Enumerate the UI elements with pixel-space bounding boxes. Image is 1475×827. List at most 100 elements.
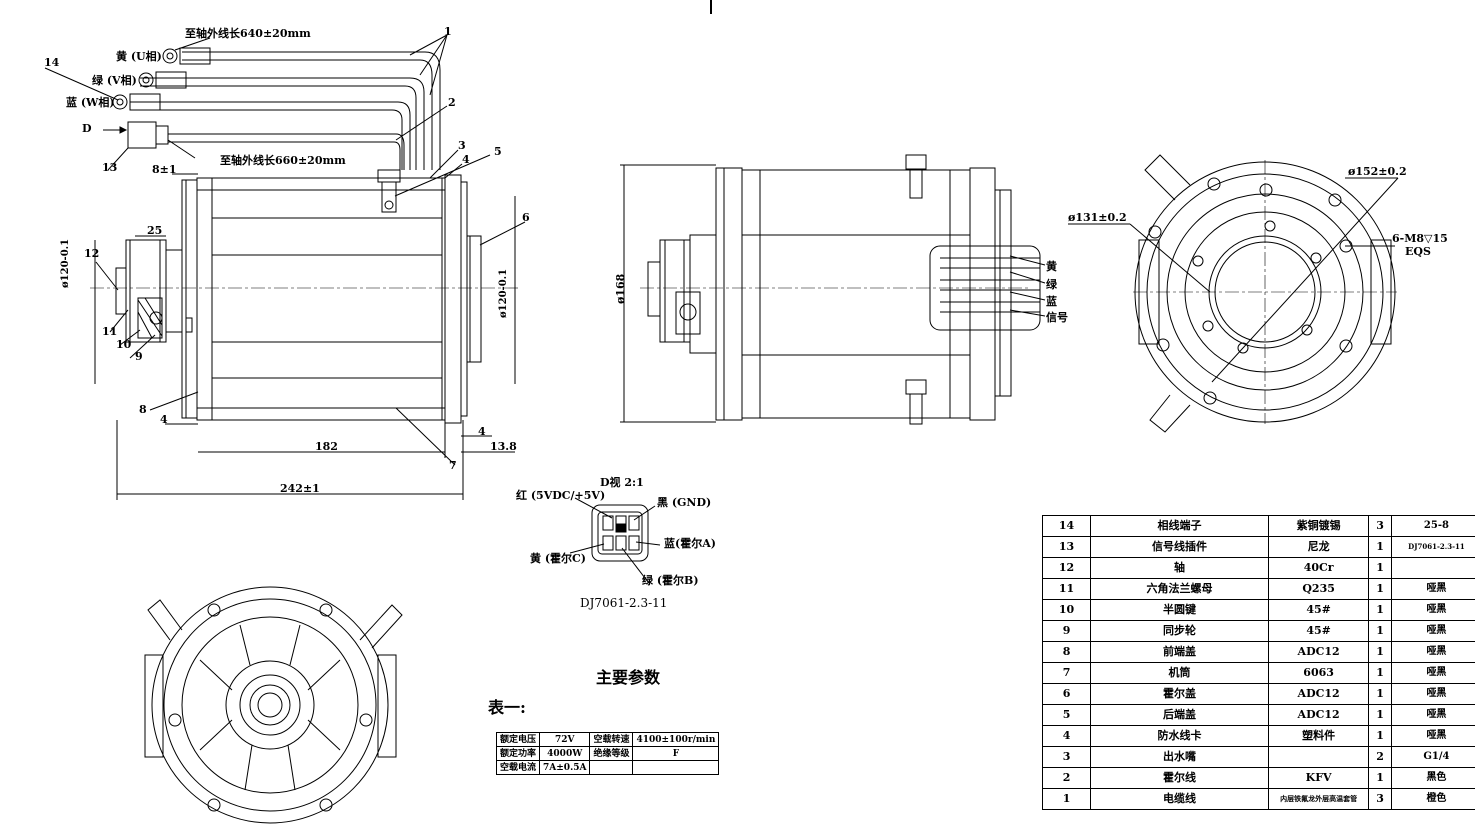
callout-6: 6 [522, 211, 530, 224]
wire-blue-label: 蓝 [1046, 295, 1057, 308]
bom-cell: 哑黑 [1390, 641, 1475, 663]
bom-cell: 霍尔盖 [1090, 683, 1269, 705]
params-cell: 绝缘等级 [589, 746, 634, 761]
dim-4b: 4 [478, 425, 486, 438]
phase-w-label: 蓝 (W相) [66, 96, 115, 109]
bom-cell: 4 [1041, 725, 1092, 747]
wire-green-label: 绿 [1046, 278, 1057, 291]
params-cell: 额定功率 [495, 746, 541, 761]
bom-cell: 11 [1041, 578, 1092, 600]
dim-dia131: ø131±0.2 [1068, 211, 1127, 224]
callout-2: 2 [448, 96, 456, 109]
callout-12: 12 [84, 247, 100, 260]
params-cell [589, 760, 634, 775]
side-view [44, 34, 526, 500]
bom-cell: 哑黑 [1390, 683, 1475, 705]
connector-red: 红 (5VDC/+5V) [516, 489, 606, 502]
dim-dia152: ø152±0.2 [1348, 165, 1407, 178]
bom-cell: 14 [1041, 515, 1092, 537]
wire-yellow-label: 黄 [1046, 260, 1057, 273]
dim-dia120-left: ø120-0.1 [60, 238, 71, 288]
bom-cell: 2 [1368, 746, 1392, 768]
connector-black: 黑 (GND) [657, 496, 712, 509]
bom-cell: 3 [1368, 515, 1392, 537]
callout-8: 8 [139, 403, 147, 416]
bom-cell: 7 [1041, 662, 1092, 684]
params-cell: 72V [539, 732, 591, 747]
bom-cell: 3 [1368, 788, 1392, 810]
bom-cell: 霍尔线 [1090, 767, 1269, 789]
bom-cell: ADC12 [1267, 704, 1370, 726]
connector-view [569, 497, 661, 583]
callout-4: 4 [462, 153, 470, 166]
bom-cell: 哑黑 [1390, 662, 1475, 684]
params-cell: 4000W [539, 746, 591, 761]
callout-7: 7 [449, 459, 457, 472]
bom-cell: 3 [1041, 746, 1092, 768]
bom-cell: 6063 [1267, 662, 1370, 684]
connector-title: D视 2:1 [600, 476, 644, 489]
bom-cell: 橙色 [1390, 788, 1475, 810]
bom-cell [1390, 557, 1475, 579]
callout-1: 1 [444, 25, 452, 38]
bom-cell: 1 [1368, 620, 1392, 642]
dim-dia120-right: ø120-0.1 [498, 268, 509, 318]
bom-cell: 防水线卡 [1090, 725, 1269, 747]
params-title: 主要参数 [596, 668, 661, 687]
bom-cell: 45# [1267, 599, 1370, 621]
callout-9: 9 [135, 350, 143, 363]
params-row: 额定功率 4000W 绝缘等级 F [495, 746, 720, 761]
callout-13: 13 [102, 161, 118, 174]
bom-cell: 前端盖 [1090, 641, 1269, 663]
connector-yellow: 黄 (霍尔C) [530, 552, 586, 565]
bom-cell: 六角法兰螺母 [1090, 578, 1269, 600]
params-cell: F [632, 746, 720, 761]
connector-model: DJ7061-2.3-11 [580, 596, 668, 610]
params-table: 额定电压 72V 空载转速 4100±100r/min 额定功率 4000W 绝… [495, 732, 720, 775]
bom-cell: 塑料件 [1267, 725, 1370, 747]
bom-cell: 电缆线 [1090, 788, 1269, 810]
bom-cell: 黑色 [1390, 767, 1475, 789]
phase-v-label: 绿 (V相) [92, 74, 137, 87]
params-cell: 空载电流 [495, 760, 541, 775]
bom-cell: 40Cr [1267, 557, 1370, 579]
dim-13-8: 13.8 [490, 440, 517, 453]
dim-8: 8±1 [152, 163, 177, 176]
bom-cell: 出水嘴 [1090, 746, 1269, 768]
bom-cell: 1 [1368, 641, 1392, 663]
bom-cell: 哑黑 [1390, 704, 1475, 726]
params-row: 空载电流 7A±0.5A [495, 760, 720, 775]
lead-length-label-1: 至轴外线长640±20mm [185, 27, 311, 40]
bom-cell: 信号线插件 [1090, 536, 1269, 558]
bom-cell: 1 [1368, 557, 1392, 579]
params-cell: 4100±100r/min [632, 732, 720, 747]
bom-cell: 1 [1041, 788, 1092, 810]
bom-cell: 内层铁氟龙外层高温套管 [1267, 788, 1370, 810]
bom-cell: 同步轮 [1090, 620, 1269, 642]
bom-cell: 6 [1041, 683, 1092, 705]
wire-signal-label: 信号 [1046, 311, 1068, 324]
bom-cell: 1 [1368, 704, 1392, 726]
bom-cell: 25-8 [1390, 515, 1475, 537]
bom-cell: 13 [1041, 536, 1092, 558]
bom-cell: DJ7061-2.3-11 [1390, 536, 1475, 558]
connector-green: 绿 (霍尔B) [642, 574, 699, 587]
bom-cell: 紫铜镀锡 [1267, 515, 1370, 537]
dim-242: 242±1 [280, 482, 320, 495]
dim-6m8: 6-M8▽15 [1392, 232, 1448, 245]
end-view-rear [1068, 154, 1399, 433]
dim-25: 25 [147, 224, 163, 237]
params-cell [632, 760, 720, 775]
bom-cell: 哑黑 [1390, 578, 1475, 600]
